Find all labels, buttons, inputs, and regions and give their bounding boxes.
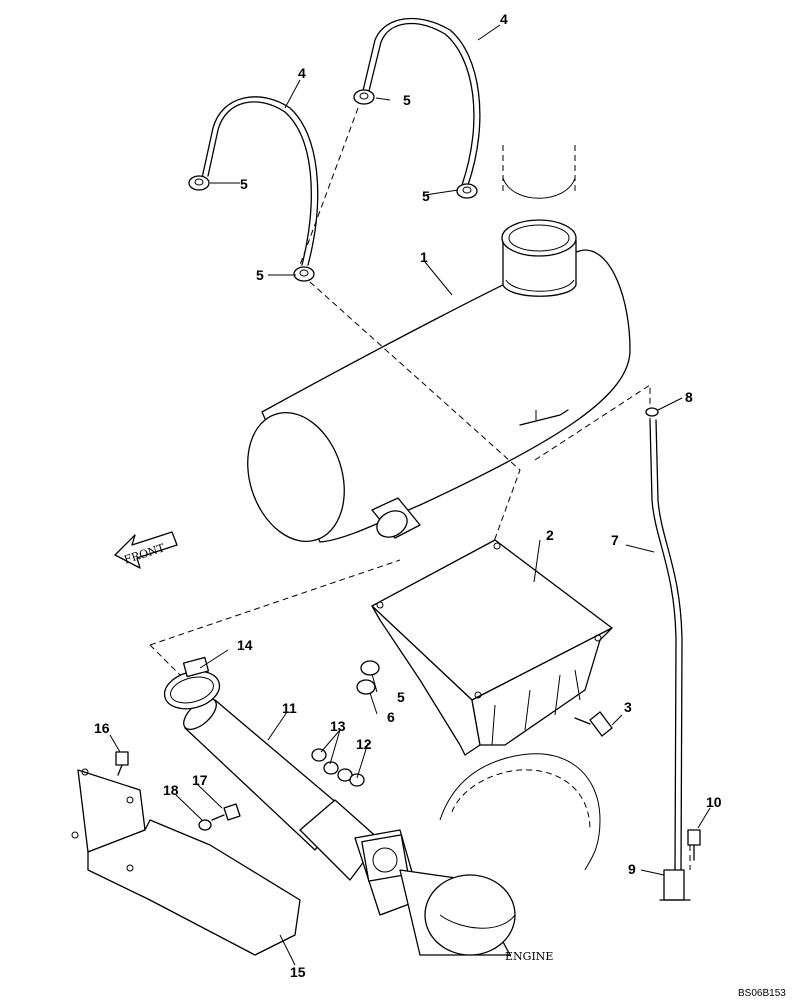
callout-15: 15 bbox=[290, 964, 306, 980]
washer-icon bbox=[198, 819, 212, 831]
callout-5: 5 bbox=[422, 188, 430, 204]
callout-8: 8 bbox=[685, 389, 693, 405]
callout-5: 5 bbox=[397, 689, 405, 705]
bolt-icon bbox=[115, 751, 129, 776]
callout-17: 17 bbox=[192, 772, 208, 788]
bolt-icon bbox=[687, 829, 701, 861]
u-bolt-right bbox=[361, 17, 481, 186]
callout-10: 10 bbox=[706, 794, 722, 810]
callout-9: 9 bbox=[628, 861, 636, 877]
nut-icon bbox=[188, 175, 210, 191]
nut-icon bbox=[356, 660, 380, 695]
callout-16: 16 bbox=[94, 720, 110, 736]
drawing-code: BS06B153 bbox=[738, 988, 786, 999]
callout-2: 2 bbox=[546, 527, 554, 543]
assembly-line bbox=[149, 107, 651, 681]
callout-4: 4 bbox=[298, 65, 306, 81]
stack-outline bbox=[502, 145, 576, 195]
callout-13: 13 bbox=[330, 718, 346, 734]
bolt-icon bbox=[211, 803, 241, 821]
bolt-icon bbox=[574, 711, 613, 737]
callout-1: 1 bbox=[420, 249, 428, 265]
engine-housing bbox=[439, 753, 601, 871]
callout-7: 7 bbox=[611, 532, 619, 548]
callout-5: 5 bbox=[403, 92, 411, 108]
bracket bbox=[371, 539, 613, 756]
nut-icon bbox=[311, 748, 365, 787]
callout-18: 18 bbox=[163, 782, 179, 798]
stack-outline-arc bbox=[502, 177, 576, 199]
callout-12: 12 bbox=[356, 736, 372, 752]
callout-5: 5 bbox=[240, 176, 248, 192]
exhaust-pipe bbox=[183, 698, 421, 916]
front-arrow bbox=[114, 531, 178, 569]
engine-outlet bbox=[399, 869, 516, 956]
cover-plate bbox=[71, 768, 301, 956]
engine-housing-bolts bbox=[451, 769, 591, 831]
engine-label: ENGINE bbox=[505, 950, 553, 963]
nut-icon bbox=[456, 183, 478, 199]
callout-14: 14 bbox=[237, 637, 253, 653]
u-bolt-left bbox=[201, 96, 319, 266]
drain-tube bbox=[645, 407, 691, 901]
callout-6: 6 bbox=[387, 709, 395, 725]
callout-5: 5 bbox=[256, 267, 264, 283]
muffler bbox=[247, 219, 631, 543]
callout-4: 4 bbox=[500, 11, 508, 27]
callout-3: 3 bbox=[624, 699, 632, 715]
callout-11: 11 bbox=[282, 700, 297, 716]
nut-icon bbox=[293, 266, 315, 282]
leader-lines bbox=[109, 24, 711, 966]
clamp bbox=[163, 656, 221, 710]
nut-icon bbox=[353, 89, 375, 105]
